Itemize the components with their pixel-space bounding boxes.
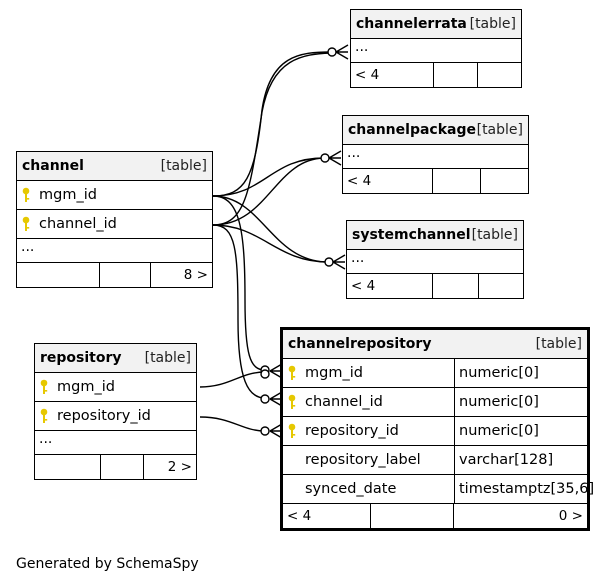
link-channel-channelrepository: [212, 195, 266, 371]
link-channel-channelrepository-2: [212, 224, 266, 399]
table-header: channelerrata [table]: [351, 10, 521, 39]
parents-count: < 4: [347, 274, 433, 298]
children-count: [478, 63, 521, 87]
table-header: channel [table]: [17, 152, 212, 181]
children-count: 2 >: [167, 459, 192, 475]
column-name: synced_date: [305, 481, 397, 497]
footer-spacer: [100, 263, 151, 287]
primary-key-icon: [283, 423, 301, 439]
table-footer: 8 >: [17, 263, 212, 287]
footer-spacer: [101, 455, 144, 479]
table-name: channelpackage: [348, 122, 476, 138]
link-repository-channelrepository: [199, 371, 266, 388]
column-row[interactable]: repository_id: [35, 402, 196, 431]
link-channel-systemchannel: [212, 195, 329, 263]
table-footer: < 4: [347, 274, 523, 298]
primary-key-icon: [35, 408, 53, 424]
column-type: timestamptz[35,6]: [454, 475, 594, 503]
more-columns: ...: [351, 39, 521, 63]
column-name: channel_id: [305, 394, 383, 410]
table-name: repository: [40, 350, 122, 366]
more-columns: ...: [347, 250, 523, 274]
table-header: systemchannel [table]: [347, 221, 523, 250]
parents-count: [35, 455, 101, 479]
link-channel-channelerrata-2: [212, 52, 332, 226]
link-repository-channelrepository-2: [199, 416, 266, 432]
column-name: mgm_id: [39, 187, 97, 203]
more-columns: ...: [35, 431, 196, 455]
column-row[interactable]: mgm_id numeric[0]: [283, 359, 587, 388]
table-channelpackage[interactable]: channelpackage [table] ... < 4: [342, 115, 529, 194]
table-name: channelerrata: [356, 16, 467, 32]
table-systemchannel[interactable]: systemchannel [table] ... < 4: [346, 220, 524, 299]
link-channel-channelpackage: [212, 157, 325, 197]
column-type: numeric[0]: [454, 417, 587, 445]
parents-count: [17, 263, 100, 287]
column-name: repository_id: [305, 423, 399, 439]
parents-count: < 4: [351, 63, 434, 87]
table-channelrepository[interactable]: channelrepository [table] mgm_id numeric…: [280, 327, 594, 531]
column-name: channel_id: [39, 216, 117, 232]
column-name: repository_label: [305, 452, 421, 468]
column-type: numeric[0]: [454, 359, 587, 387]
column-row[interactable]: mgm_id: [17, 181, 212, 210]
children-count: [479, 274, 523, 298]
link-channel-systemchannel-2: [212, 224, 329, 263]
table-tag: [table]: [471, 227, 518, 243]
table-footer: < 4: [351, 63, 521, 87]
primary-key-icon: [283, 365, 301, 381]
column-name: mgm_id: [305, 365, 363, 381]
generated-by-label: Generated by SchemaSpy: [16, 556, 199, 572]
more-columns: ...: [17, 239, 212, 263]
column-row[interactable]: channel_id numeric[0]: [283, 388, 587, 417]
table-repository[interactable]: repository [table] mgm_id repository_id …: [34, 343, 197, 480]
table-tag: [table]: [469, 16, 516, 32]
table-header: repository [table]: [35, 344, 196, 373]
column-name: repository_id: [57, 408, 151, 424]
table-header: channelrepository [table]: [283, 330, 587, 359]
primary-key-icon: [17, 216, 35, 232]
primary-key-icon: [283, 394, 301, 410]
table-channelerrata[interactable]: channelerrata [table] ... < 4: [350, 9, 522, 88]
table-name: channel: [22, 158, 84, 174]
more-columns: ...: [343, 145, 528, 169]
column-type: numeric[0]: [454, 388, 587, 416]
table-footer: < 4: [343, 169, 528, 193]
footer-spacer: [371, 504, 454, 528]
table-tag: [table]: [535, 336, 582, 352]
table-name: channelrepository: [288, 336, 432, 352]
table-tag: [table]: [476, 122, 523, 138]
column-row[interactable]: synced_date timestamptz[35,6]: [283, 475, 594, 504]
primary-key-icon: [35, 379, 53, 395]
primary-key-icon: [17, 187, 35, 203]
footer-spacer: [434, 63, 478, 87]
column-row[interactable]: repository_id numeric[0]: [283, 417, 587, 446]
parents-count: < 4: [283, 504, 371, 528]
children-count: 0 >: [558, 508, 583, 524]
table-header: channelpackage [table]: [343, 116, 528, 145]
link-channel-channelpackage-2: [212, 157, 325, 226]
column-row[interactable]: mgm_id: [35, 373, 196, 402]
table-name: systemchannel: [352, 227, 471, 243]
table-tag: [table]: [144, 350, 191, 366]
column-row[interactable]: channel_id: [17, 210, 212, 239]
table-channel[interactable]: channel [table] mgm_id channel_id ... 8 …: [16, 151, 213, 288]
column-name: mgm_id: [57, 379, 115, 395]
children-count: 8 >: [183, 267, 208, 283]
parents-count: < 4: [343, 169, 433, 193]
footer-spacer: [433, 169, 481, 193]
children-count: [481, 169, 528, 193]
column-row[interactable]: repository_label varchar[128]: [283, 446, 587, 475]
table-footer: < 4 0 >: [283, 504, 587, 528]
table-tag: [table]: [160, 158, 207, 174]
footer-spacer: [433, 274, 479, 298]
table-footer: 2 >: [35, 455, 196, 479]
column-type: varchar[128]: [454, 446, 587, 474]
